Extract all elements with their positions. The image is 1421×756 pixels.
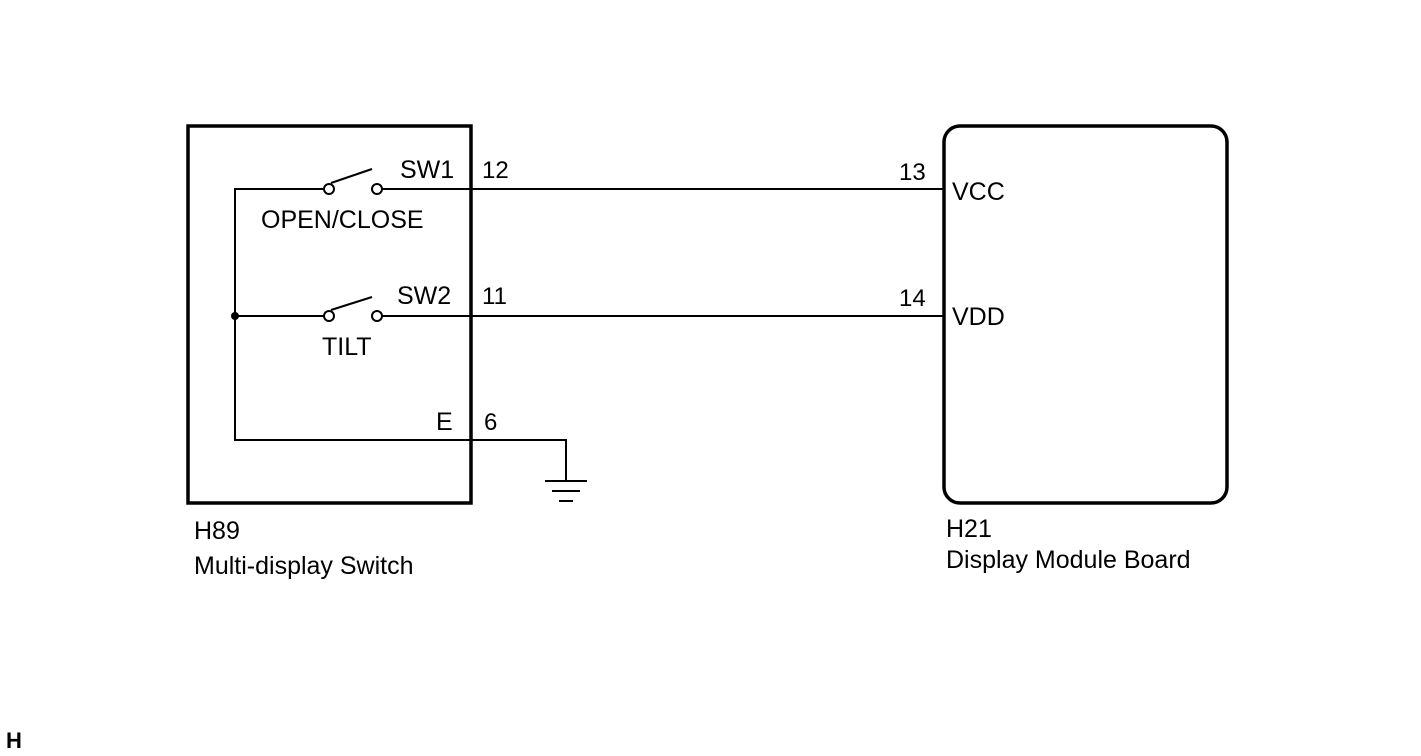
- switch-connector-id: H89: [194, 517, 240, 545]
- terminal-sw1-label: SW1: [400, 156, 454, 184]
- display-module-board-box: [942, 124, 1229, 505]
- pin-6-label: 6: [484, 409, 497, 436]
- pin-13-label: 13: [899, 159, 926, 186]
- module-name: Display Module Board: [946, 546, 1191, 574]
- tilt-label: TILT: [322, 333, 372, 361]
- open-close-contact-left: [323, 183, 335, 195]
- terminal-vdd-label: VDD: [952, 303, 1005, 331]
- pin-14-label: 14: [899, 285, 926, 312]
- tilt-switch-blade: [330, 296, 373, 311]
- multi-display-switch-box: [186, 124, 473, 505]
- junction-dot: [231, 312, 239, 320]
- open-close-contact-right: [371, 183, 383, 195]
- terminal-sw2-label: SW2: [397, 282, 451, 310]
- tilt-switch: [323, 296, 471, 322]
- ground-symbol: [545, 480, 587, 502]
- corner-mark: H: [6, 728, 22, 753]
- module-connector-id: H21: [946, 515, 992, 543]
- open-close-switch: [323, 168, 471, 195]
- open-close-switch-blade: [330, 168, 373, 184]
- terminal-vcc-label: VCC: [952, 178, 1005, 206]
- wire-e-to-ground: [471, 439, 567, 480]
- pin-11-label: 11: [482, 283, 507, 310]
- switch-name: Multi-display Switch: [194, 552, 414, 580]
- open-close-label: OPEN/CLOSE: [261, 206, 424, 234]
- terminal-e-label: E: [436, 408, 453, 436]
- tilt-contact-right: [371, 310, 383, 322]
- tilt-contact-left: [323, 310, 335, 322]
- pin-12-label: 12: [482, 157, 509, 184]
